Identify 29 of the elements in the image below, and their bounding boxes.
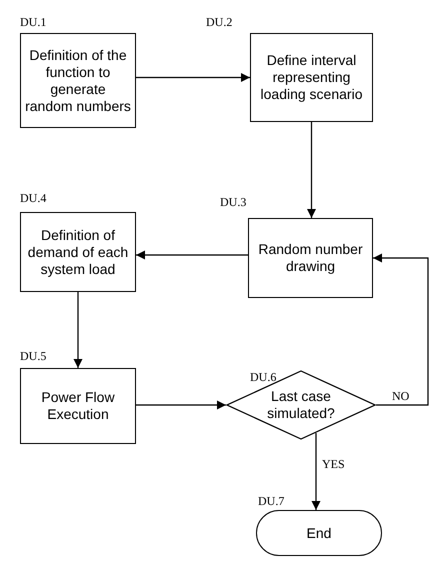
step-id: DU.2 <box>206 16 232 28</box>
step-id: DU.6 <box>250 371 276 383</box>
process-box <box>20 368 136 444</box>
node-text: Definition of the function to generate random numbers <box>25 46 131 114</box>
node-text: Power Flow Execution <box>40 389 116 423</box>
step-id: DU.1 <box>20 16 46 28</box>
node-text: Definition of demand of each system load <box>26 226 130 278</box>
decision-diamond <box>226 370 376 440</box>
arrow <box>307 122 316 218</box>
process-box <box>250 33 373 122</box>
step-id: DU.7 <box>258 495 284 507</box>
arrow <box>373 254 429 406</box>
arrow <box>136 250 248 260</box>
node-text: Define interval representing loading scenario <box>260 52 364 103</box>
arrow <box>74 292 82 368</box>
step-id: DU.5 <box>20 350 46 362</box>
process-box <box>248 218 373 298</box>
node-text: Random number drawing <box>257 241 364 275</box>
arrow <box>136 73 250 82</box>
step-id: DU.3 <box>220 196 246 208</box>
arrow <box>136 400 226 410</box>
node-text: Last case simulated? <box>266 388 336 422</box>
edge-label: YES <box>322 458 345 470</box>
process-box <box>20 212 136 292</box>
node-text: End <box>306 524 332 542</box>
edge-label: NO <box>392 390 410 402</box>
process-box <box>20 33 136 128</box>
arrow <box>312 433 320 510</box>
step-id: DU.4 <box>20 192 46 204</box>
